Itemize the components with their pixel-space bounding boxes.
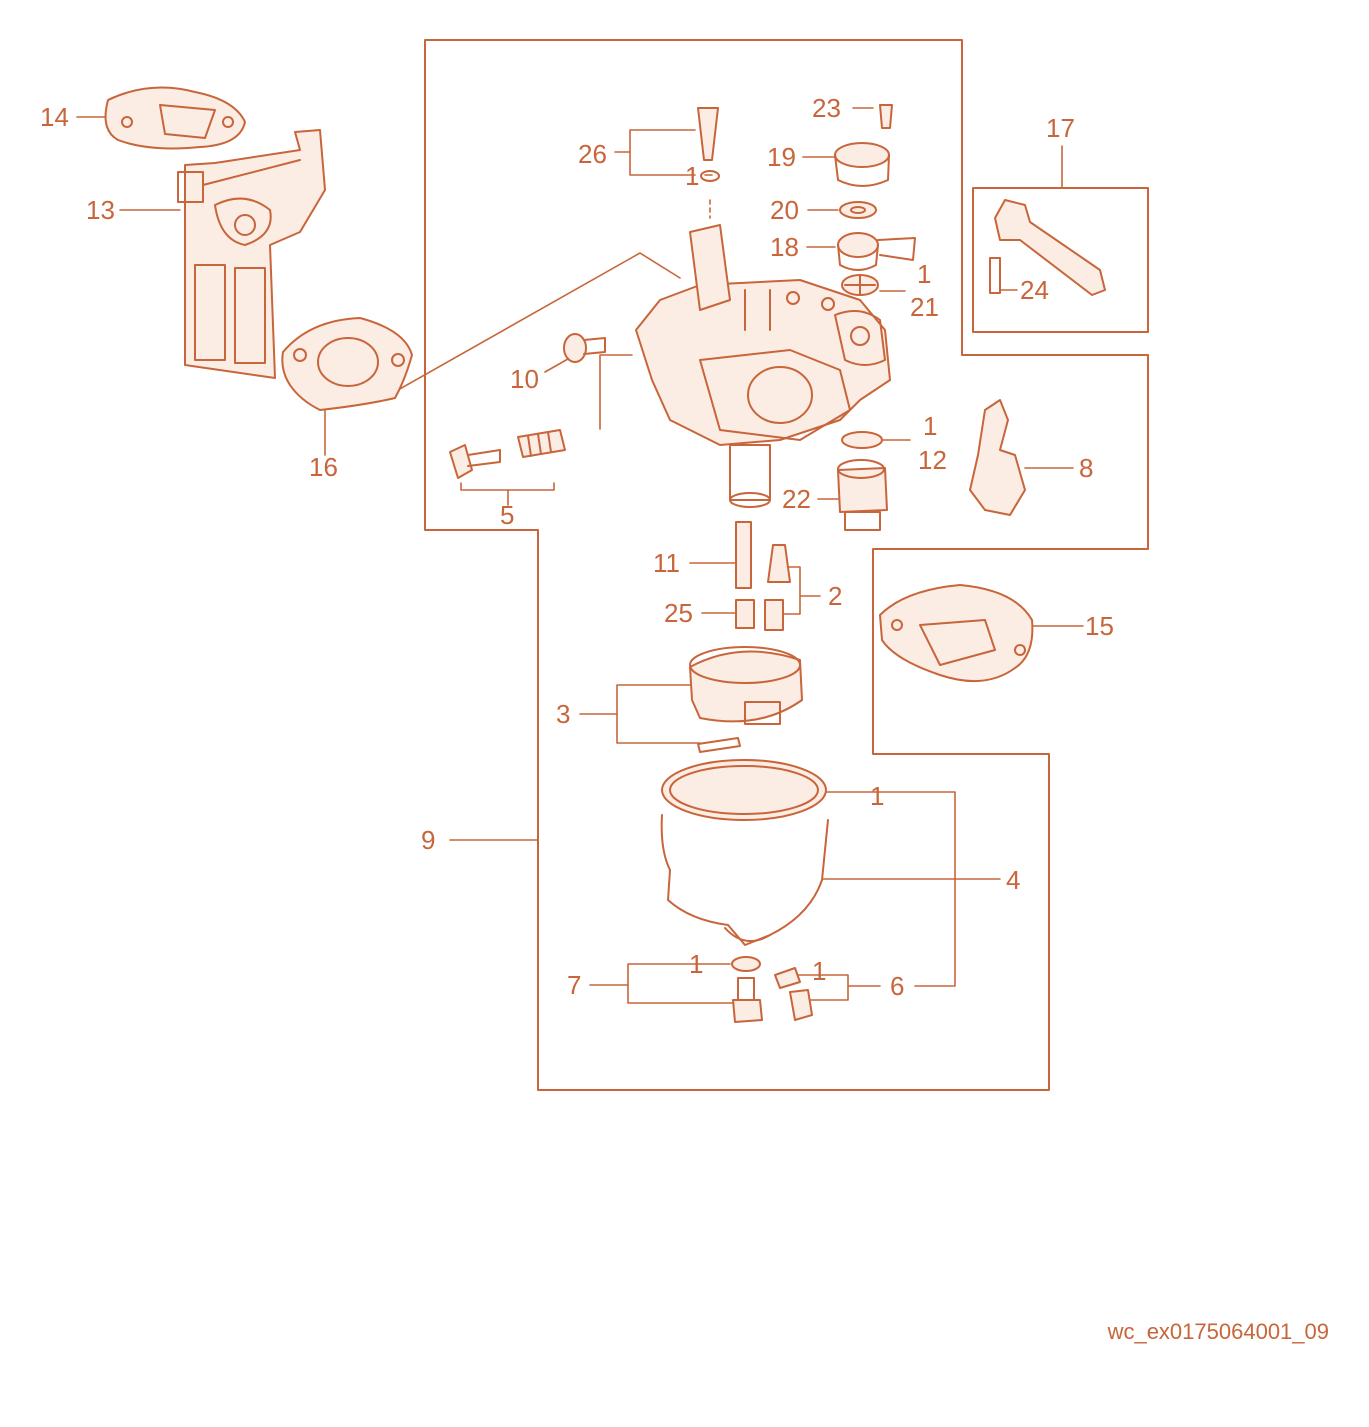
part-5-screw-spring — [449, 429, 566, 479]
callout-6: 6 — [890, 971, 904, 1001]
part-19-cap — [834, 142, 890, 187]
callout-26: 26 — [578, 139, 607, 169]
part-7-bolt — [731, 956, 763, 1023]
callout-3: 3 — [556, 699, 570, 729]
callout-1-ring: 1 — [923, 411, 937, 441]
part-21-spring — [841, 274, 879, 296]
part-26-needle — [697, 107, 720, 182]
part-3-float — [689, 646, 803, 753]
callout-22: 22 — [782, 484, 811, 514]
part-17-choke-lever — [989, 199, 1106, 296]
callout-2: 2 — [828, 581, 842, 611]
callout-11: 11 — [653, 548, 680, 578]
callout-1-washer-7: 1 — [689, 949, 703, 979]
callout-1-needle: 1 — [685, 161, 699, 191]
part-20-nut — [839, 201, 877, 219]
callout-4: 4 — [1006, 865, 1020, 895]
callout-16: 16 — [309, 452, 338, 482]
part-13-bracket — [177, 129, 326, 379]
callout-5: 5 — [500, 500, 514, 530]
callout-12: 12 — [918, 445, 947, 475]
choke-lever-box — [972, 187, 1149, 333]
callout-8: 8 — [1079, 453, 1093, 483]
callout-1-bowl: 1 — [870, 781, 884, 811]
part-8-holder — [969, 399, 1026, 516]
callout-20: 20 — [770, 195, 799, 225]
callout-14: 14 — [40, 102, 69, 132]
callout-9: 9 — [421, 825, 435, 855]
part-15-gasket — [879, 584, 1034, 683]
part-14-gasket — [104, 86, 246, 150]
callout-19: 19 — [767, 142, 796, 172]
callout-7: 7 — [567, 970, 581, 1000]
callout-21: 21 — [910, 292, 939, 322]
callout-24: 24 — [1020, 275, 1049, 305]
drawing-code: wc_ex0175064001_09 — [1107, 1319, 1329, 1344]
part-carburetor-body — [635, 224, 891, 508]
part-23-screw — [879, 104, 893, 129]
part-4-float-bowl — [660, 759, 829, 946]
part-11-2-25-jets — [735, 521, 791, 631]
callout-18: 18 — [770, 232, 799, 262]
assembly-boundary-frame — [424, 39, 1149, 1091]
part-10-screw — [563, 333, 606, 363]
part-16-gasket — [281, 317, 413, 411]
callout-1-washer-6: 1 — [812, 956, 826, 986]
callout-25: 25 — [664, 598, 693, 628]
callout-10: 10 — [510, 364, 539, 394]
part-12-22-jet — [837, 431, 888, 531]
callout-15: 15 — [1085, 611, 1114, 641]
callout-1-lever: 1 — [917, 259, 931, 289]
callout-23: 23 — [812, 93, 841, 123]
leader-lines — [76, 107, 1084, 1004]
part-18-lever — [837, 232, 916, 271]
part-6-screw — [774, 967, 813, 1021]
callout-13: 13 — [86, 195, 115, 225]
callout-17: 17 — [1046, 113, 1075, 143]
